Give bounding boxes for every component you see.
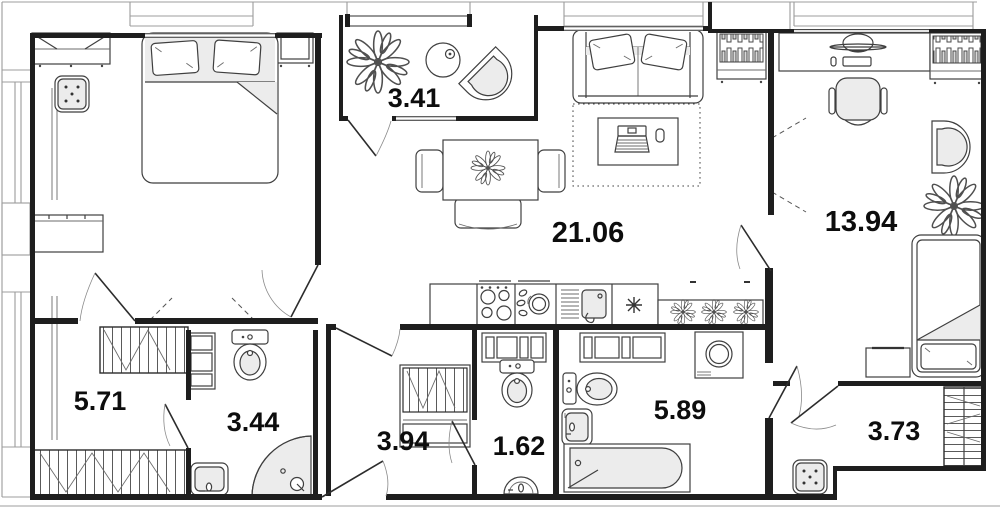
wc-furniture — [481, 332, 547, 495]
door-swing-icon — [261, 264, 319, 318]
sofa-icon — [572, 29, 704, 104]
room-label-bathroom-large: 5.89 — [654, 395, 707, 425]
office-chair-icon — [828, 77, 888, 126]
mouse-icon — [830, 56, 837, 67]
keyboard-icon — [842, 56, 872, 67]
walls — [30, 2, 986, 500]
bathtub-icon — [563, 443, 691, 493]
overhead-wardrobe-mark — [771, 117, 807, 139]
coffee-table-icon — [597, 117, 679, 166]
toilet-icon — [499, 359, 535, 408]
wardrobe-icon — [99, 326, 189, 374]
nightstand-icon — [865, 347, 911, 378]
window-icon — [396, 116, 456, 121]
mouse-icon — [655, 128, 665, 143]
door-swing-icon — [79, 272, 136, 322]
window-icon — [129, 2, 254, 27]
wardrobe-icon — [31, 32, 111, 68]
washbasin-icon — [190, 462, 229, 496]
washbasin-icon — [503, 476, 539, 495]
door-swing-icon — [736, 224, 772, 272]
living-furniture — [415, 29, 767, 230]
room-label-corridor: 3.94 — [377, 426, 430, 456]
single-bed-icon — [911, 234, 986, 378]
hallway-furniture — [32, 326, 189, 496]
plant-icon — [923, 175, 985, 237]
pillow-icon — [920, 343, 977, 370]
pouf-icon — [54, 75, 90, 113]
window-icon — [2, 291, 30, 448]
room-label-balcony: 3.41 — [388, 83, 441, 113]
bookshelf-icon — [929, 32, 985, 85]
kettle-icon — [516, 280, 550, 317]
room-label-office: 13.94 — [825, 206, 898, 238]
bathroom-large-furniture — [561, 331, 744, 493]
wardrobe-icon — [32, 449, 189, 496]
planter-box — [657, 281, 764, 326]
bedroom-furniture — [30, 32, 314, 321]
window-icon — [2, 81, 30, 204]
balcony-furniture — [346, 30, 524, 112]
kitchen-sink-icon — [561, 289, 607, 324]
door-swing-icon — [768, 365, 802, 419]
monitor-icon — [829, 33, 887, 53]
washing-machine-icon — [694, 331, 744, 379]
stool-icon — [792, 459, 828, 495]
round-table-icon — [425, 42, 461, 78]
nightstand-icon — [276, 32, 314, 68]
kitchen-counter — [429, 280, 764, 326]
armchair-icon — [931, 120, 971, 174]
toilet-icon — [562, 372, 618, 406]
window-icon — [794, 29, 929, 33]
door-swing-icon — [163, 403, 189, 449]
window-icon — [793, 2, 974, 29]
room-label-loggia: 3.73 — [868, 416, 921, 446]
shelf-unit-icon — [187, 332, 216, 390]
stove-icon — [479, 280, 512, 321]
door-swing-icon — [335, 327, 401, 357]
room-label-bathroom-small: 3.44 — [227, 407, 280, 437]
laptop-icon — [614, 125, 665, 153]
room-labels: 3.41 21.06 13.94 5.71 3.44 3.94 1.62 5.8… — [74, 83, 921, 461]
window-icon — [563, 2, 704, 27]
overhead-wardrobe-mark — [149, 297, 173, 321]
door-swing-icon — [347, 119, 392, 157]
cabinet-icon — [626, 297, 642, 313]
shower-icon — [251, 435, 312, 497]
double-bed-icon — [141, 32, 279, 184]
overhead-wardrobe-mark — [231, 297, 255, 321]
dining-table-icon — [415, 139, 566, 230]
washbasin-icon — [561, 408, 593, 446]
toilet-icon — [231, 329, 269, 381]
armchair-icon — [458, 46, 524, 112]
room-label-hallway: 5.71 — [74, 386, 127, 416]
bathroom-small-furniture — [187, 329, 312, 497]
room-label-living: 21.06 — [552, 217, 625, 249]
bookshelf-icon — [716, 30, 767, 84]
window-icon — [145, 33, 275, 38]
room-label-wc: 1.62 — [493, 431, 546, 461]
desk-icon — [778, 32, 931, 72]
office-bedroom-furniture — [771, 32, 986, 378]
door-swing-icon — [790, 385, 839, 430]
window-icon — [564, 26, 703, 31]
door-swing-icon — [448, 420, 476, 466]
cabinet-icon — [481, 332, 547, 363]
loggia-furniture — [792, 386, 985, 495]
cabinet-icon — [579, 332, 666, 363]
door-swing-icon — [321, 460, 389, 498]
doors — [79, 119, 839, 498]
overhead-wardrobe-mark — [771, 191, 807, 213]
closet-icon — [30, 214, 104, 253]
wardrobe-icon — [943, 386, 985, 467]
